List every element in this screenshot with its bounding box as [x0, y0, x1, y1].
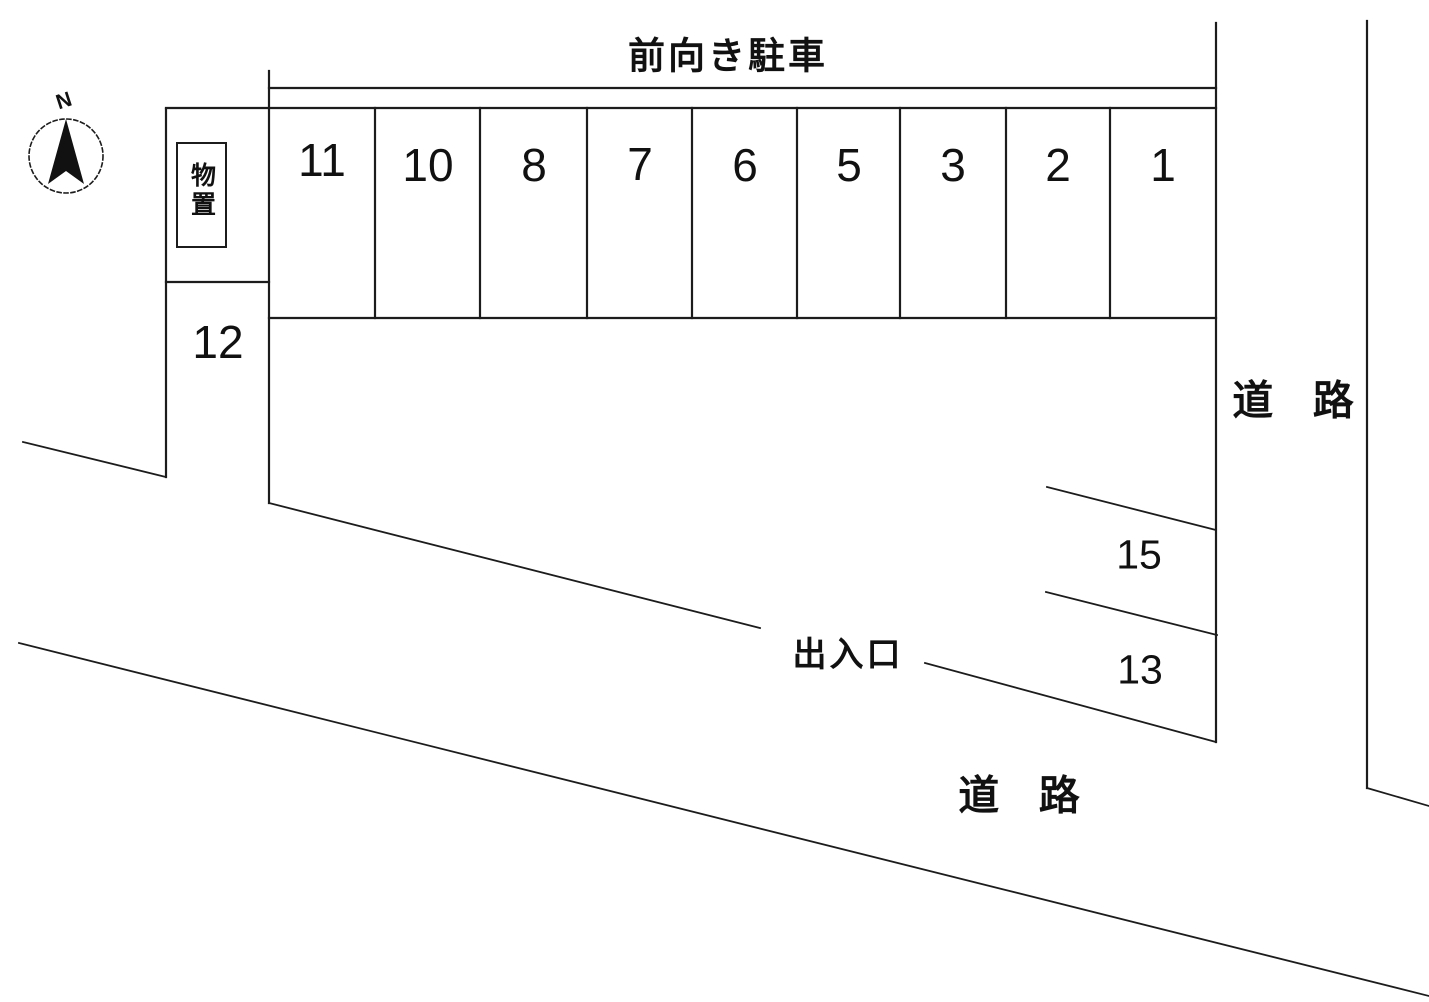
diagram-title: 前向き駐車: [628, 35, 828, 77]
stall-label-12: 12: [192, 316, 244, 368]
stall-label-15: 15: [1116, 531, 1162, 578]
road-upper-edge-far-right-segment: [1365, 786, 1429, 807]
road-upper-edge-middle-segment: [267, 501, 762, 630]
stall-label-3: 3: [940, 139, 966, 191]
stall-dividers: [373, 106, 1112, 320]
stall-label-8: 8: [521, 139, 547, 191]
stall-label-5: 5: [836, 139, 862, 191]
stall-label-10: 10: [402, 139, 454, 191]
storage-box: [176, 142, 227, 248]
road-upper-edge-right-segment: [923, 661, 1218, 744]
compass-circle: [28, 118, 104, 194]
stall-15-upper-divider: [1045, 485, 1218, 532]
road-lower-edge: [17, 641, 1429, 997]
stall-label-11: 11: [298, 134, 346, 186]
stall-label-7: 7: [627, 138, 653, 190]
storage-column: [164, 107, 271, 479]
storage-label: 物置: [187, 162, 216, 220]
right-road-edges: [1214, 19, 1369, 790]
stall-label-13: 13: [1117, 646, 1163, 693]
stall-15-13-divider: [1044, 590, 1219, 637]
stall-label-1: 1: [1150, 139, 1176, 191]
bottom-road-edges: [17, 440, 1429, 997]
north-arrow-icon: [48, 119, 84, 184]
compass: [28, 118, 104, 194]
road-label-bottom: 道 路: [958, 772, 1080, 819]
stall-label-6: 6: [732, 139, 758, 191]
entrance-label: 出入口: [792, 636, 904, 674]
road-upper-edge-left-segment: [21, 440, 168, 479]
stall-label-2: 2: [1045, 139, 1071, 191]
road-label-right: 道 路: [1232, 377, 1354, 424]
diagonal-stall-dividers: [1044, 485, 1219, 637]
